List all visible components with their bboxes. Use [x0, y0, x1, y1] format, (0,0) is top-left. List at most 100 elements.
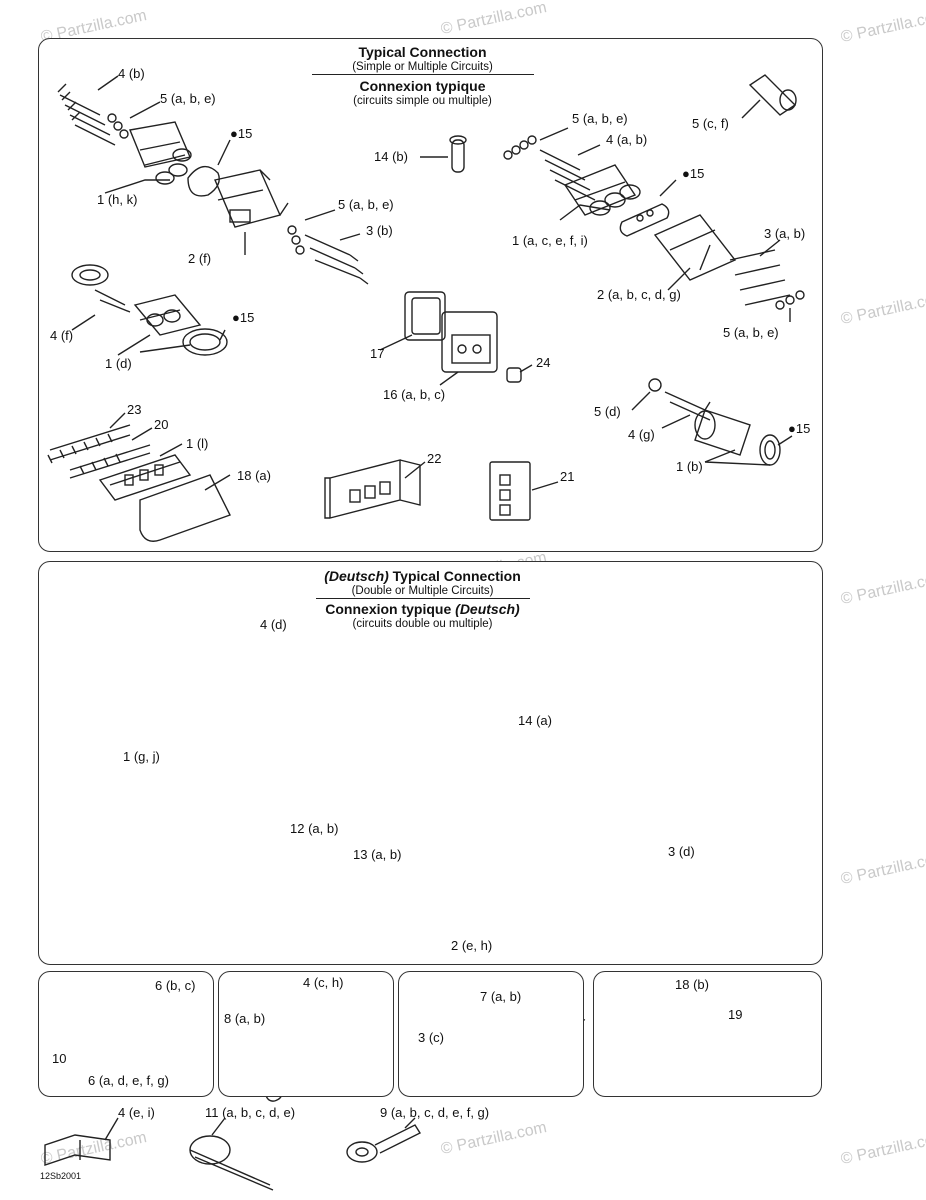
- panel2-title-block: (Deutsch) Typical Connection (Double or …: [300, 568, 545, 598]
- panel-fuses: [218, 971, 394, 1097]
- cover-18a: [139, 474, 231, 542]
- drop-icon: ●: [788, 421, 796, 436]
- callout-1l: 1 (l): [186, 436, 209, 451]
- connector-1b: [694, 409, 751, 456]
- seal-rings-5abe-b: [287, 225, 305, 255]
- gasket-15d: [759, 434, 781, 466]
- seal-rings-5abe-d: [775, 290, 805, 310]
- callout-6bc: 6 (b, c): [155, 978, 196, 993]
- panel1-title-block: Typical Connection (Simple or Multiple C…: [310, 44, 535, 74]
- callout-17: 17: [370, 346, 385, 361]
- seal-5cf: [741, 74, 797, 119]
- connector-housing-2f: [214, 169, 289, 228]
- panel2-title-block-fr: Connexion typique (Deutsch) (circuits do…: [300, 601, 545, 631]
- callout-15: ●15: [232, 311, 254, 324]
- callout-16abc: 16 (a, b, c): [383, 387, 446, 402]
- panel2-subtitle-fr: (circuits double ou multiple): [352, 617, 493, 630]
- plug-24: [506, 367, 522, 383]
- callout-5abe: 5 (a, b, e): [572, 111, 628, 126]
- seal-5d: [648, 378, 662, 392]
- callout-21: 21: [560, 469, 575, 484]
- pin-14b: [420, 135, 467, 173]
- callout-3b: 3 (b): [366, 223, 393, 238]
- callout-5abe: 5 (a, b, e): [160, 91, 216, 106]
- callout-23: 23: [127, 402, 142, 417]
- connector-22: [324, 459, 421, 519]
- ring-terminal-9: [346, 1124, 422, 1163]
- callout-5abe: 5 (a, b, e): [338, 197, 394, 212]
- terminal-sockets-3b: [304, 234, 369, 285]
- drawing-code: 12Sb2001: [40, 1171, 82, 1181]
- gasket-15c: [182, 328, 228, 356]
- callout-1acefi: 1 (a, c, e, f, i): [512, 233, 588, 248]
- callout-4ei: 4 (e, i): [118, 1105, 155, 1120]
- callout-8ab: 8 (a, b): [224, 1011, 266, 1026]
- callout-18b: 18 (b): [675, 977, 709, 992]
- callout-5cf: 5 (c, f): [692, 116, 729, 131]
- callout-6adefg: 6 (a, d, e, f, g): [88, 1073, 169, 1088]
- callout-10: 10: [52, 1051, 67, 1066]
- connector-housing-2abcdg: [653, 214, 737, 281]
- callout-15-num: 15: [795, 421, 811, 436]
- callout-15: ●15: [682, 167, 704, 180]
- callout-14b: 14 (b): [374, 149, 408, 164]
- callout-3d: 3 (d): [668, 844, 695, 859]
- connector-housing-1d: [133, 294, 202, 336]
- panel-housings: [593, 971, 822, 1097]
- callout-5abe: 5 (a, b, e): [723, 325, 779, 340]
- panel1-title-rule: [312, 74, 534, 76]
- drop-icon: ●: [232, 310, 240, 325]
- panel-sensor: [398, 971, 584, 1097]
- panel1-subtitle-en: (Simple or Multiple Circuits): [352, 60, 493, 73]
- callout-1b: 1 (b): [676, 459, 703, 474]
- panel1-title-block-fr: Connexion typique (circuits simple ou mu…: [310, 78, 535, 108]
- terminal-4ei: [44, 1134, 111, 1166]
- drop-icon: ●: [682, 166, 690, 181]
- callout-3c: 3 (c): [418, 1030, 444, 1045]
- callout-15-num: 15: [237, 126, 253, 141]
- callout-15-num: 15: [239, 310, 255, 325]
- callout-15: ●15: [230, 127, 252, 140]
- connector-21: [489, 461, 531, 521]
- callout-9: 9 (a, b, c, d, e, f, g): [380, 1105, 490, 1120]
- panel2-title-en: Typical Connection: [392, 568, 521, 584]
- callout-20: 20: [154, 417, 169, 432]
- panel1-title-en: Typical Connection: [358, 44, 487, 60]
- panel2-title-fr: Connexion typique: [325, 601, 452, 617]
- terminals-23: [47, 424, 131, 464]
- connector-1l: [98, 454, 192, 501]
- gasket-15b: [619, 203, 670, 237]
- callout-4ab: 4 (a, b): [606, 132, 648, 147]
- callout-13ab: 13 (a, b): [353, 847, 402, 862]
- cable-tie-11: [189, 1135, 274, 1191]
- callout-19: 19: [728, 1007, 743, 1022]
- panel1-title-fr: Connexion typique: [359, 78, 486, 94]
- callout-2abcdg: 2 (a, b, c, d, g): [597, 287, 681, 302]
- callout-14a: 14 (a): [518, 713, 552, 728]
- callout-4d: 4 (d): [260, 617, 287, 632]
- panel2-brand-fr: (Deutsch): [455, 601, 520, 617]
- terminal-pins-4ab: [503, 135, 596, 201]
- callout-1d: 1 (d): [105, 356, 132, 371]
- panel1-subtitle-fr: (circuits simple ou multiple): [353, 94, 492, 107]
- panel2-subtitle-en: (Double or Multiple Circuits): [351, 584, 494, 597]
- callout-15-num: 15: [689, 166, 705, 181]
- callout-2eh: 2 (e, h): [451, 938, 493, 953]
- callout-4ch: 4 (c, h): [303, 975, 344, 990]
- connector-housing-1acefi: [563, 164, 641, 216]
- panel2-title-rule: [316, 598, 530, 600]
- drop-icon: ●: [230, 126, 238, 141]
- callout-12ab: 12 (a, b): [290, 821, 339, 836]
- callout-18a: 18 (a): [237, 468, 271, 483]
- callout-11: 11 (a, b, c, d, e): [205, 1105, 296, 1120]
- callout-24: 24: [536, 355, 551, 370]
- callout-1hk: 1 (h, k): [97, 192, 138, 207]
- callout-4g: 4 (g): [628, 427, 655, 442]
- connector-16abc: [441, 311, 498, 373]
- connector-housing-1hk: [129, 121, 192, 185]
- terminal-sockets-3ab: [729, 249, 791, 306]
- callout-4b: 4 (b): [118, 66, 145, 81]
- seal-4f: [71, 264, 131, 313]
- panel-grommets: [38, 971, 214, 1097]
- gasket-15a: [187, 165, 220, 197]
